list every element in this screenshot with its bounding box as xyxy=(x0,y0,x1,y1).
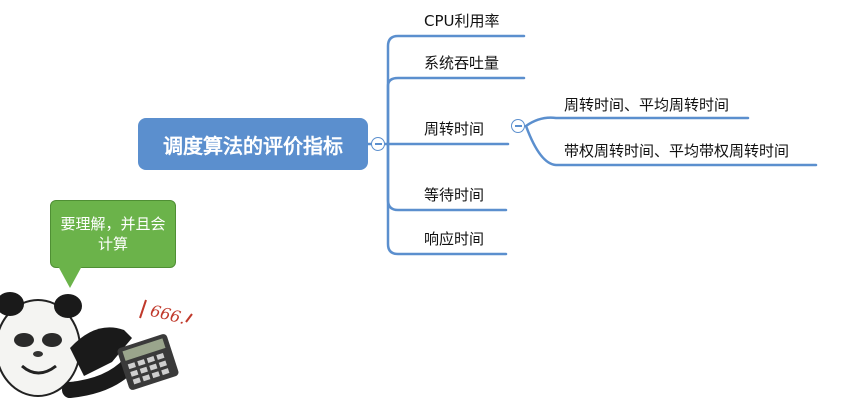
collapse-root-icon[interactable] xyxy=(371,137,385,151)
root-node[interactable]: 调度算法的评价指标 xyxy=(138,118,368,170)
branch-turnaround-time[interactable]: 周转时间 xyxy=(424,120,485,138)
child-weighted-turnaround[interactable]: 带权周转时间、平均带权周转时间 xyxy=(564,142,790,160)
branch-response-time[interactable]: 响应时间 xyxy=(424,230,485,248)
connector-cpu xyxy=(386,34,526,146)
child-turnaround-average[interactable]: 周转时间、平均周转时间 xyxy=(564,96,730,114)
speech-bubble-tail xyxy=(58,266,82,288)
speech-bubble-text: 要理解，并且会计算 xyxy=(60,215,166,253)
collapse-turnaround-icon[interactable] xyxy=(511,119,525,133)
connector-throughput xyxy=(386,76,526,146)
connector-child-1 xyxy=(524,116,750,128)
branch-waiting-time[interactable]: 等待时间 xyxy=(424,186,485,204)
root-label: 调度算法的评价指标 xyxy=(163,133,343,158)
speech-bubble: 要理解，并且会计算 xyxy=(50,200,176,268)
sticker-handwriting: 666. xyxy=(148,301,187,328)
panda-calculator-sticker: 666. xyxy=(0,292,193,398)
connector-response xyxy=(386,142,508,256)
branch-throughput[interactable]: 系统吞吐量 xyxy=(424,54,500,72)
branch-cpu-utilization[interactable]: CPU利用率 xyxy=(424,12,500,30)
connector-child-2 xyxy=(524,124,818,167)
